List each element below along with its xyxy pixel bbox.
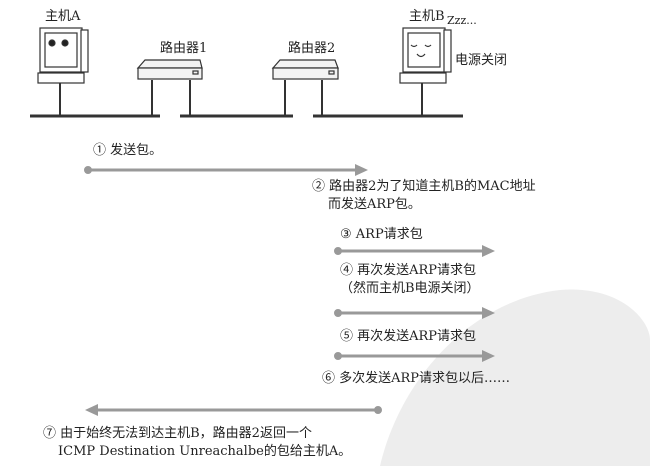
step1-text: ① 发送包。 <box>93 143 163 158</box>
step4-text-2: （然而主机B电源关闭） <box>340 281 480 296</box>
host-b-label: 主机B <box>409 9 445 24</box>
host-b-computer <box>399 27 452 84</box>
step4-arrow <box>334 307 495 319</box>
watermark <box>380 289 650 466</box>
step2-text-1: ② 路由器2为了知道主机B的MAC地址 <box>312 179 536 194</box>
step7-text-1: ⑦ 由于始终无法到达主机B，路由器2返回一个 <box>43 426 312 441</box>
step7-arrow <box>85 404 382 416</box>
step2-text-2: 而发送ARP包。 <box>328 197 421 212</box>
router-1 <box>136 59 203 80</box>
step7-text-2: ICMP Destination Unreachalbe的包给主机A。 <box>58 444 352 459</box>
step5-text: ⑤ 再次发送ARP请求包 <box>340 329 477 344</box>
host-a-computer <box>37 27 89 84</box>
step4-text-1: ④ 再次发送ARP请求包 <box>340 263 477 278</box>
router2-label: 路由器2 <box>288 41 336 56</box>
step1-arrow <box>84 164 368 176</box>
router-2 <box>271 59 339 80</box>
step5-arrow <box>334 350 495 362</box>
step6-text: ⑥ 多次发送ARP请求包以后…… <box>322 371 511 386</box>
zzz-label: Zzz... <box>447 14 477 27</box>
step3-text: ③ ARP请求包 <box>340 227 423 242</box>
host-a-label: 主机A <box>45 9 81 24</box>
router1-label: 路由器1 <box>160 41 208 56</box>
step3-arrow <box>334 245 495 257</box>
power-off-label: 电源关闭 <box>455 53 508 68</box>
